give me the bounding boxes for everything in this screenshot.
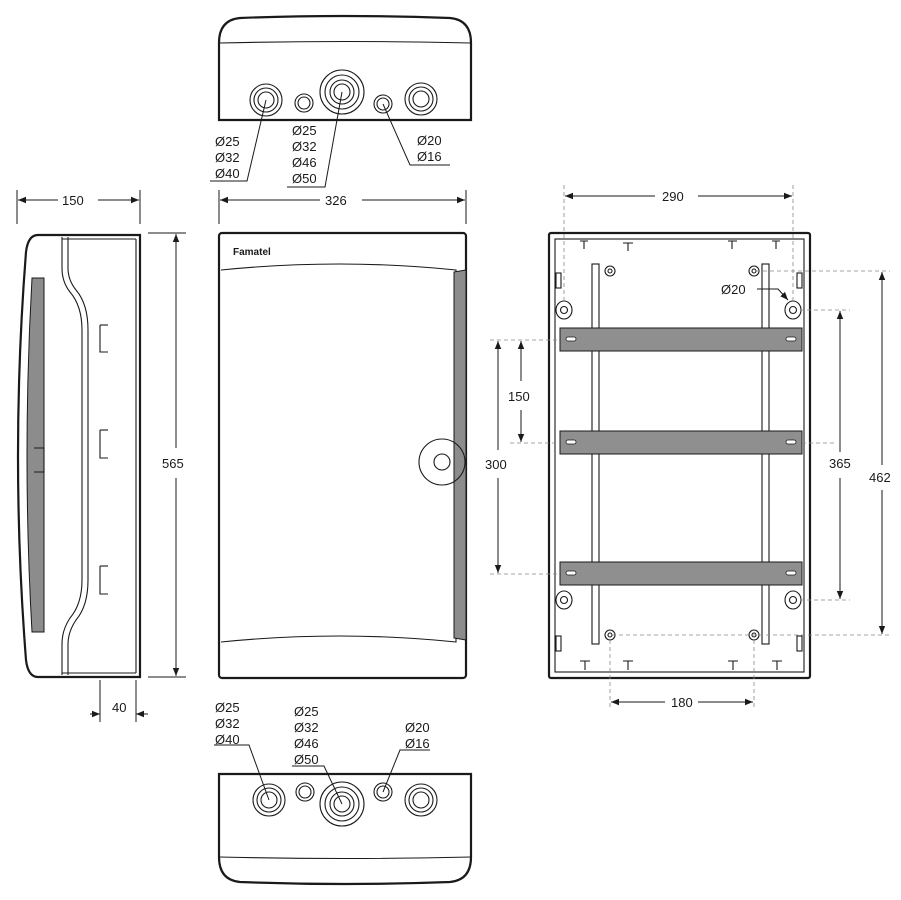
side-view: 150 565 40 [16, 190, 186, 722]
top-view: Ø25 Ø32 Ø40 Ø25 Ø32 Ø46 Ø50 Ø20 Ø16 [210, 14, 473, 188]
side-width-label: 150 [62, 193, 84, 208]
bottom-label-center-2: Ø46 [294, 736, 319, 751]
bottom-label-left-0: Ø25 [215, 700, 240, 715]
front-view: Famatel 326 [217, 190, 468, 680]
back-hole-label: Ø20 [721, 282, 746, 297]
back-top-tabs [580, 240, 782, 670]
back-extension-lines [490, 185, 890, 710]
back-bottom-width-label: 180 [671, 695, 693, 710]
top-knockouts [249, 69, 438, 117]
bottom-view: Ø25 Ø32 Ø40 Ø25 Ø32 Ø46 Ø50 Ø20 Ø16 [214, 700, 473, 886]
top-label-center-2: Ø46 [292, 155, 317, 170]
din-rails [559, 327, 803, 586]
top-label-center-0: Ø25 [292, 123, 317, 138]
bottom-label-center-0: Ø25 [294, 704, 319, 719]
back-rail-spacing-label: 150 [508, 389, 530, 404]
top-label-center-1: Ø32 [292, 139, 317, 154]
bottom-knockouts [252, 781, 438, 827]
top-label-right-1: Ø16 [417, 149, 442, 164]
bottom-label-center-1: Ø32 [294, 720, 319, 735]
top-label-center-3: Ø50 [292, 171, 317, 186]
bottom-label-right-1: Ø16 [405, 736, 430, 751]
top-label-left-0: Ø25 [215, 134, 240, 149]
back-view: 290 Ø20 150 300 365 462 180 [485, 185, 891, 710]
back-total-height-label: 462 [869, 470, 891, 485]
brand-label: Famatel [233, 247, 271, 258]
bottom-label-left-1: Ø32 [215, 716, 240, 731]
side-clips [99, 324, 108, 595]
side-depth-label: 40 [112, 700, 126, 715]
front-width-label: 326 [325, 193, 347, 208]
bottom-label-left-2: Ø40 [215, 732, 240, 747]
back-width-label: 290 [662, 189, 684, 204]
back-mount-height-label: 365 [829, 456, 851, 471]
back-rail-total-label: 300 [485, 457, 507, 472]
top-label-right-0: Ø20 [417, 133, 442, 148]
back-mount-holes [555, 265, 803, 652]
bottom-label-right-0: Ø20 [405, 720, 430, 735]
side-height-label: 565 [162, 456, 184, 471]
top-label-left-2: Ø40 [215, 166, 240, 181]
bottom-label-center-3: Ø50 [294, 752, 319, 767]
top-label-left-1: Ø32 [215, 150, 240, 165]
